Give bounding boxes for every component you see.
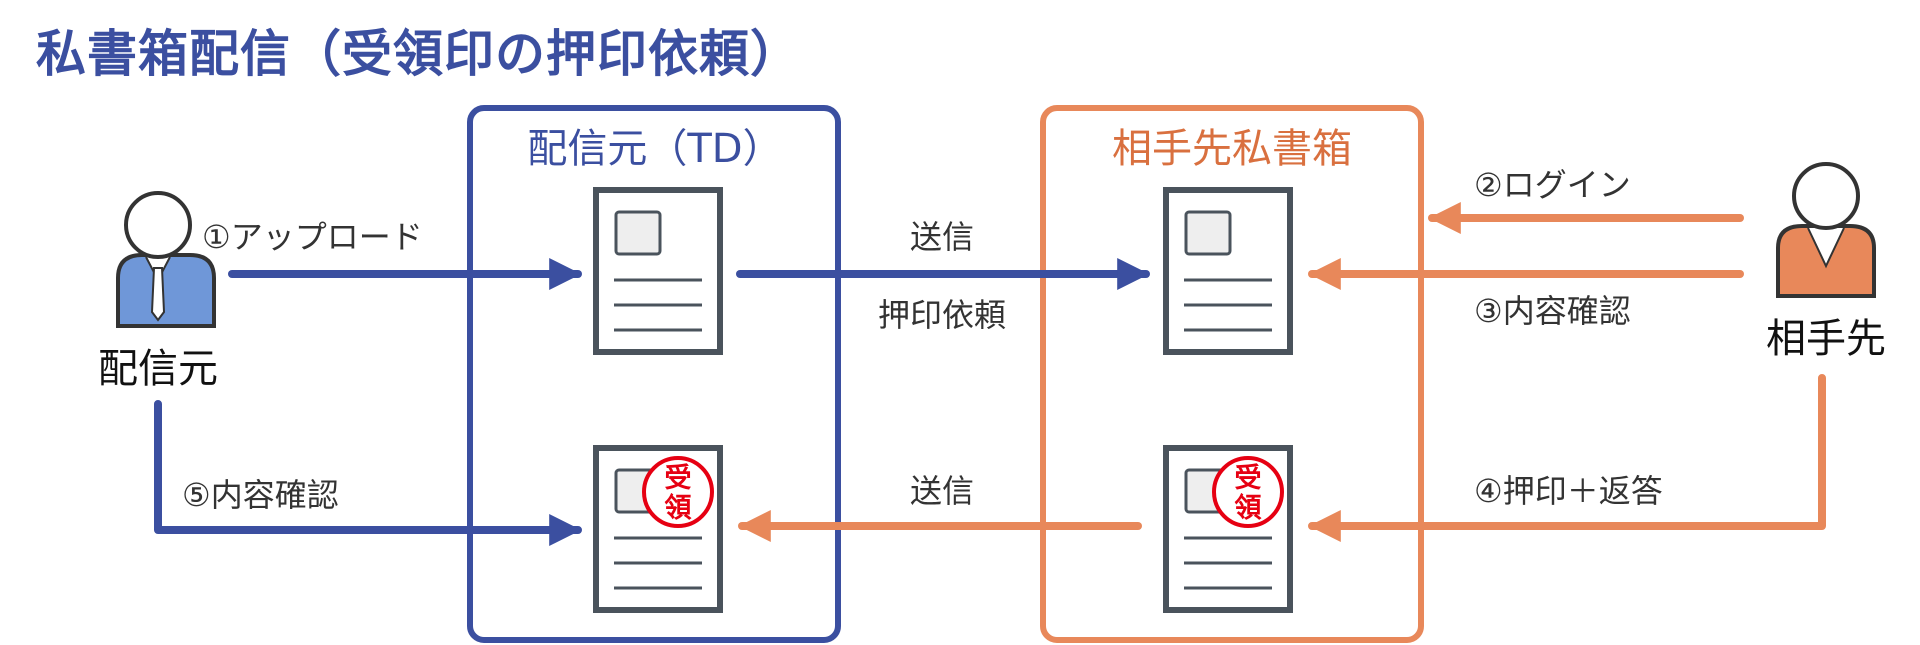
document-icon	[1163, 187, 1293, 355]
mailbox-box-label: 相手先私書箱	[1112, 126, 1352, 172]
receipt-stamp-icon: 受 領	[1212, 456, 1284, 528]
flow-stamp-request-label: 押印依頼	[878, 296, 1006, 334]
receipt-stamp-icon: 受 領	[642, 456, 714, 528]
final-check-arrow	[154, 400, 582, 546]
sender-label: 配信元	[98, 346, 218, 392]
page-title: 私書箱配信（受領印の押印依頼）	[36, 25, 801, 83]
stamp-line2: 領	[665, 492, 692, 524]
stamp-line1: 受	[1235, 462, 1262, 494]
stamp-line2: 領	[1235, 492, 1262, 524]
step-upload-label: ①アップロード	[202, 218, 423, 256]
source-box	[467, 105, 841, 643]
step-check-content-label: ③内容確認	[1474, 292, 1631, 330]
source-box-label: 配信元（TD）	[527, 126, 782, 172]
document-icon	[593, 187, 723, 355]
recipient-label: 相手先	[1766, 316, 1886, 362]
step-final-check-label: ⑤内容確認	[182, 476, 339, 514]
step-login-label: ②ログイン	[1474, 166, 1631, 204]
step-stamp-reply-label: ④押印＋返答	[1474, 472, 1663, 510]
mailbox-box	[1040, 105, 1424, 643]
flow-send-bottom-label: 送信	[910, 472, 974, 510]
sender-person-icon	[116, 191, 216, 328]
stamp-line1: 受	[665, 462, 692, 494]
stamp-reply-arrow	[1308, 374, 1826, 542]
flow-send-top-label: 送信	[910, 218, 974, 256]
recipient-person-icon	[1776, 162, 1876, 298]
